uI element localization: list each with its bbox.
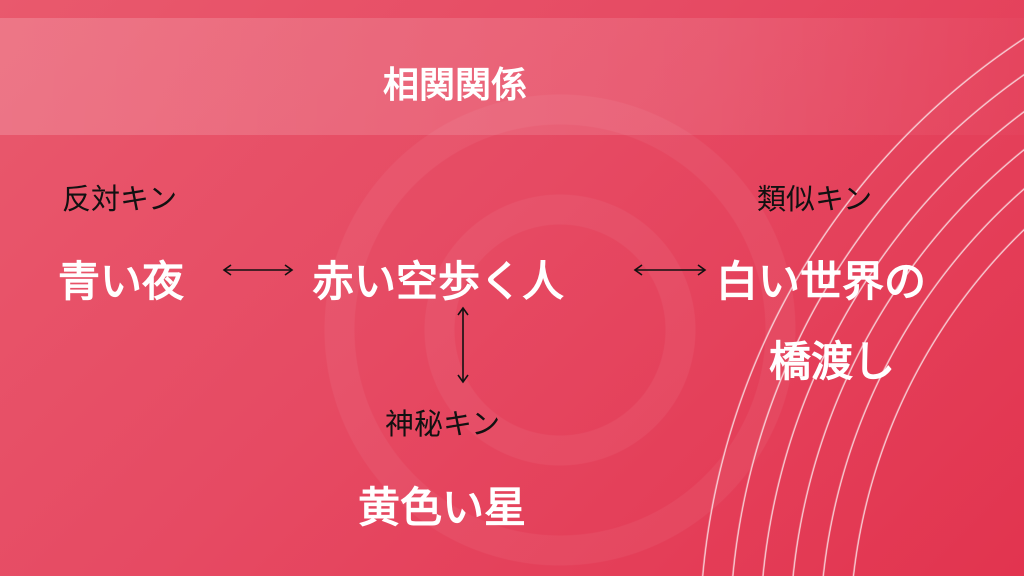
similar-kin-value-line2: 橋渡し <box>769 337 896 386</box>
similar-kin-label: 類似キン <box>757 182 873 216</box>
opposite-kin-label: 反対キン <box>62 182 178 216</box>
double-arrow-right <box>633 264 707 276</box>
similar-kin-value-line1: 白い世界の <box>716 257 927 306</box>
page-title: 相関関係 <box>382 65 527 106</box>
double-arrow-left <box>222 264 294 276</box>
double-arrow-down <box>457 306 469 384</box>
opposite-kin-value: 青い夜 <box>58 257 185 306</box>
title-banner <box>0 18 1024 135</box>
mystery-kin-value: 黄色い星 <box>358 483 527 532</box>
mystery-kin-label: 神秘キン <box>385 407 501 441</box>
center-kin-value: 赤い空歩く人 <box>312 257 565 306</box>
